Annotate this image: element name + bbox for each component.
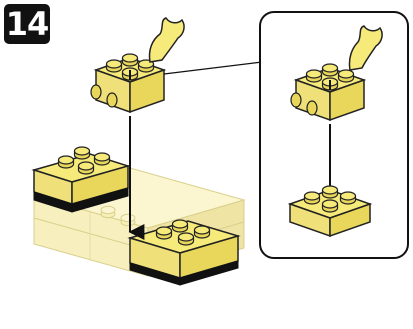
callout-tile-2x2 (287, 185, 373, 238)
step-number-badge: 14 (4, 4, 50, 44)
hinge-brick-with-side-studs (90, 53, 167, 114)
callout-leader-line (163, 61, 263, 75)
plate-2x2-left (31, 146, 131, 213)
clip-piece (148, 17, 185, 63)
callout-hinge-brick (290, 63, 367, 122)
plate-2x2-right (127, 219, 241, 286)
callout-box (259, 11, 409, 259)
callout-clip-piece (348, 25, 383, 71)
